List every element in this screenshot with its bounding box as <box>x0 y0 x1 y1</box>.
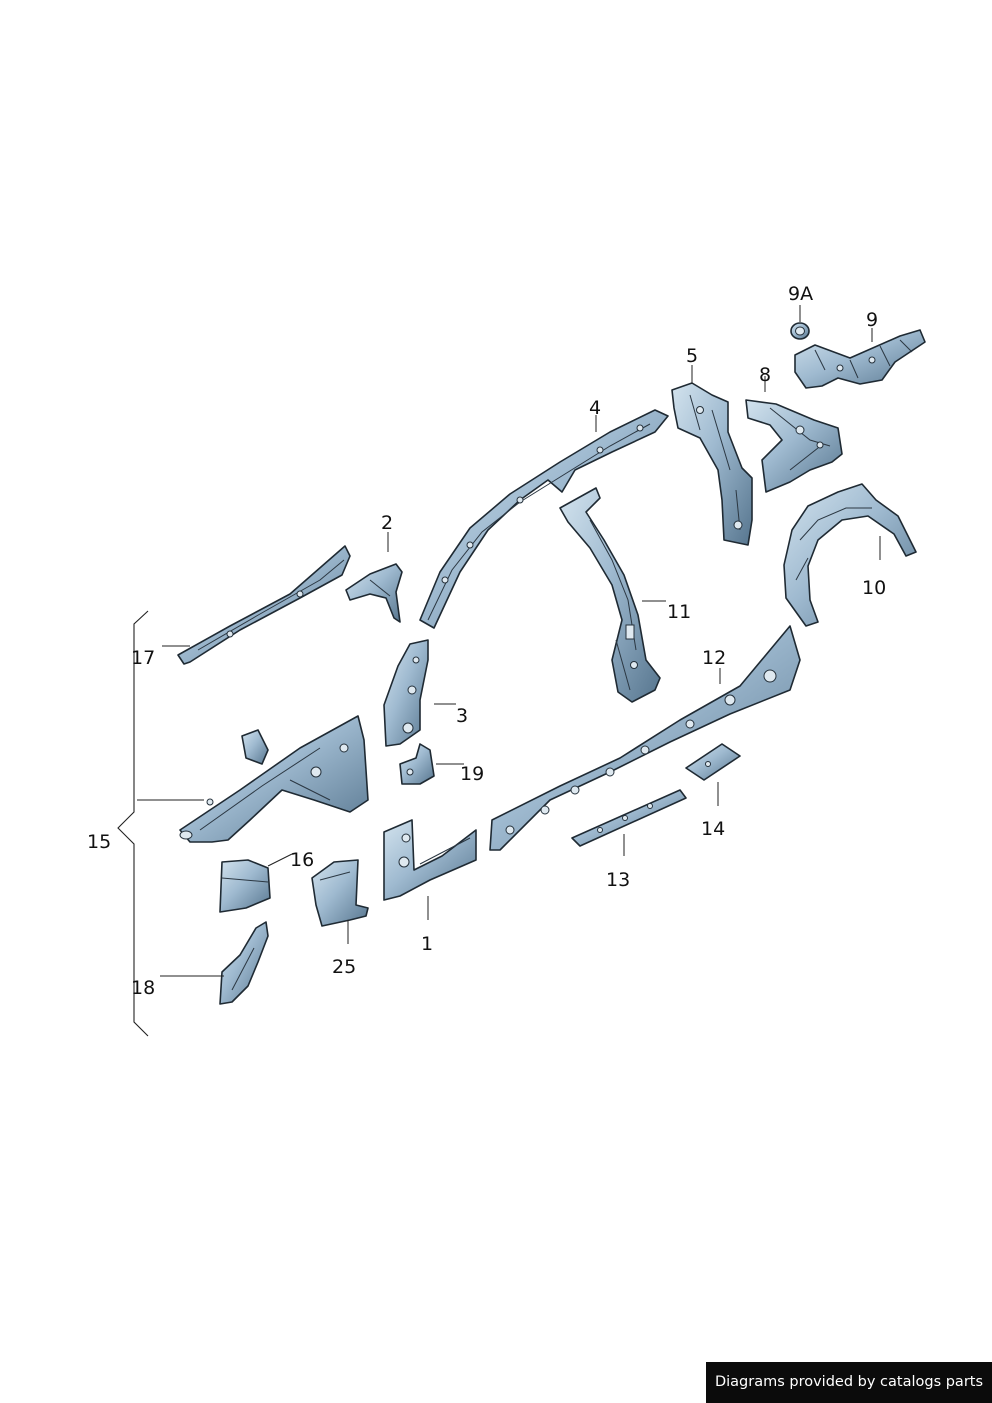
callout-19[interactable]: 19 <box>460 763 484 785</box>
part-17-upper-member[interactable] <box>177 545 351 665</box>
callout-17[interactable]: 17 <box>131 647 155 669</box>
part-11-b-pillar[interactable] <box>559 487 661 703</box>
credit-footer: Diagrams provided by catalogs parts <box>706 1362 992 1403</box>
callout-18[interactable]: 18 <box>131 977 155 999</box>
callout-15[interactable]: 15 <box>87 831 111 853</box>
callout-10[interactable]: 10 <box>862 577 886 599</box>
callout-5[interactable]: 5 <box>686 345 698 367</box>
callout-12[interactable]: 12 <box>702 647 726 669</box>
part-8-wheelhouse-panel[interactable] <box>745 399 843 493</box>
callout-4[interactable]: 4 <box>589 397 601 419</box>
callout-8[interactable]: 8 <box>759 364 771 386</box>
part-9a-grommet[interactable] <box>790 322 810 340</box>
callout-9[interactable]: 9 <box>866 309 878 331</box>
part-25-bracket[interactable] <box>311 859 369 927</box>
callout-9a[interactable]: 9A <box>788 283 813 305</box>
part-3-a-pillar-lower[interactable] <box>383 639 429 747</box>
callout-1[interactable]: 1 <box>421 933 433 955</box>
part-1-sill-front[interactable] <box>383 819 477 901</box>
callout-2[interactable]: 2 <box>381 512 393 534</box>
callout-25[interactable]: 25 <box>332 956 356 978</box>
callout-14[interactable]: 14 <box>701 818 725 840</box>
part-10-wheel-arch[interactable] <box>783 483 917 627</box>
part-16-closing-panel[interactable] <box>219 859 271 913</box>
part-9-rear-extension[interactable] <box>794 329 926 389</box>
callout-16[interactable]: 16 <box>290 849 314 871</box>
part-18-reinforcement[interactable] <box>219 921 269 1005</box>
part-19-bracket[interactable] <box>399 743 435 785</box>
group-15-brace <box>117 610 149 1037</box>
part-4-roof-rail[interactable] <box>419 409 669 629</box>
part-14-bracket[interactable] <box>685 743 741 781</box>
part-15-front-member[interactable] <box>179 715 369 843</box>
leader-lines <box>137 305 881 977</box>
part-5-rear-pillar[interactable] <box>671 382 753 546</box>
part-13-floor-strip[interactable] <box>571 789 687 847</box>
part-12-sill-inner[interactable] <box>489 625 801 851</box>
callout-11[interactable]: 11 <box>667 601 691 623</box>
callout-13[interactable]: 13 <box>606 869 630 891</box>
callout-labels: 1 2 3 4 5 8 9A 9 10 11 12 13 14 15 16 17… <box>87 283 886 999</box>
callout-3[interactable]: 3 <box>456 705 468 727</box>
part-2-gusset[interactable] <box>345 563 403 623</box>
